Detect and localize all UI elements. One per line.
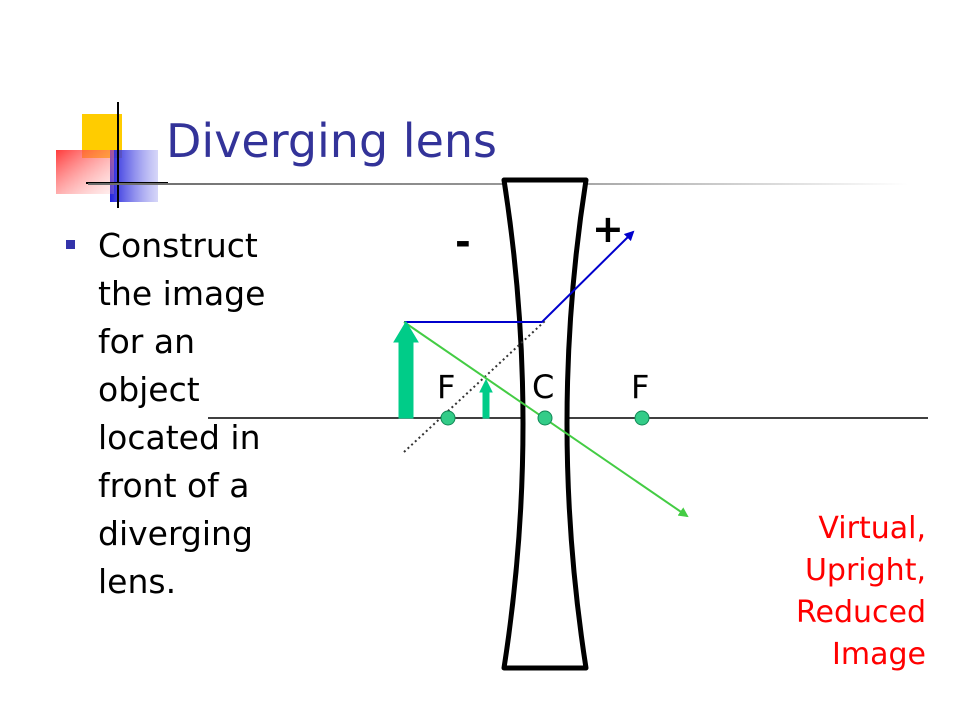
title-underline bbox=[88, 183, 908, 185]
bullet-line: object bbox=[98, 370, 200, 409]
minus-sign: - bbox=[455, 220, 471, 264]
bullet-line: lens. bbox=[98, 562, 177, 601]
bullet-text: Construct the image for an object locate… bbox=[98, 222, 298, 606]
center-point bbox=[537, 410, 553, 426]
bullet-marker bbox=[66, 240, 75, 249]
ornament-red-square bbox=[56, 150, 114, 194]
construction-line bbox=[403, 319, 547, 453]
image-property-line: Reduced bbox=[795, 595, 926, 630]
image-properties: Virtual, Upright, Reduced Image bbox=[706, 508, 926, 676]
plus-sign: + bbox=[592, 207, 624, 251]
bullet-line: front of a bbox=[98, 466, 250, 505]
bullet-line: Construct bbox=[98, 226, 258, 265]
bullet-line: located in bbox=[98, 418, 261, 457]
parallel-ray bbox=[404, 230, 635, 323]
slide-title: Diverging lens bbox=[166, 114, 497, 168]
image-property-line: Upright, bbox=[804, 553, 926, 588]
bullet-line: the image bbox=[98, 274, 266, 313]
focal-left-label: F bbox=[437, 368, 455, 406]
bullet-line: for an bbox=[98, 322, 196, 361]
object-arrow bbox=[393, 321, 419, 419]
bullet-line: diverging bbox=[98, 514, 253, 553]
focal-point-right bbox=[634, 410, 650, 426]
image-arrow bbox=[479, 378, 493, 419]
focal-right-label: F bbox=[631, 368, 649, 406]
focal-point-left bbox=[440, 410, 456, 426]
image-property-line: Image bbox=[832, 637, 926, 672]
center-label: C bbox=[532, 368, 554, 406]
image-property-line: Virtual, bbox=[818, 511, 926, 546]
